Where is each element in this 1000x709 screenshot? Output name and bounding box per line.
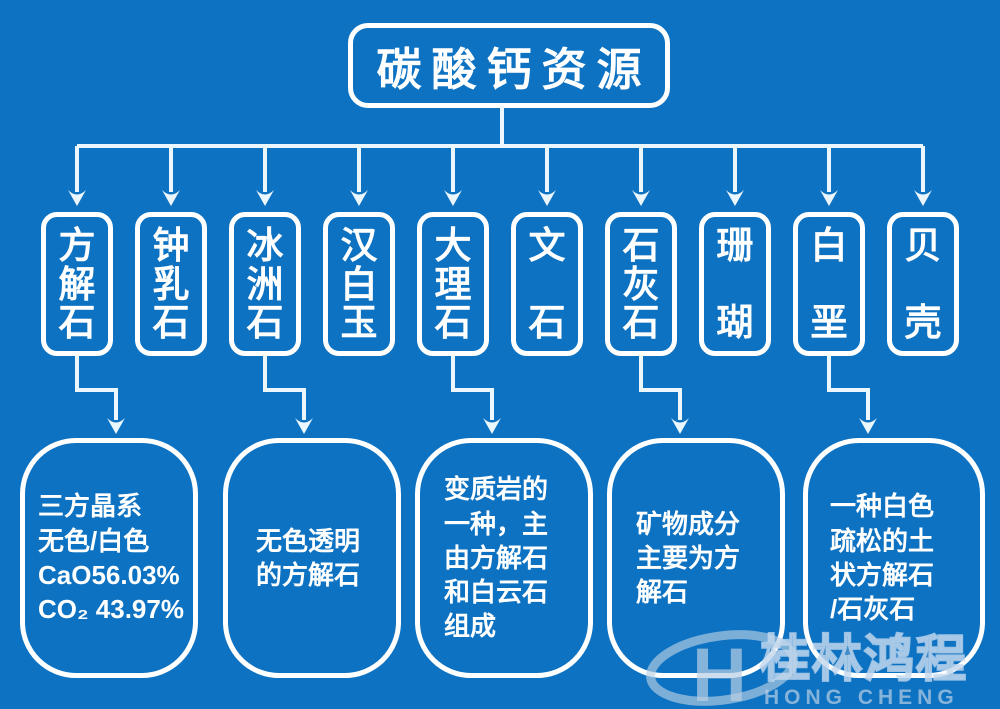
desc-line: 解石	[636, 577, 689, 608]
arrow-head	[632, 190, 650, 206]
arrow-head	[859, 418, 877, 434]
node-zhongrushi: 钟乳石	[135, 212, 207, 356]
arrow-head	[914, 190, 932, 206]
arrow-head	[538, 190, 556, 206]
node-hanbaiyu: 汉白玉	[323, 212, 395, 356]
elbow-connector	[827, 356, 870, 420]
node-bingzhoushi: 冰洲石	[229, 212, 301, 356]
node-wenshi: 文石	[511, 212, 583, 356]
desc-line: CO₂ 43.97%	[38, 594, 184, 625]
arrow-head	[444, 190, 462, 206]
elbow-connector	[263, 356, 306, 420]
elbow-connector	[75, 356, 118, 420]
node-shihuishi: 石灰石	[605, 212, 677, 356]
node-label: 白垩	[810, 225, 848, 343]
node-label: 文石	[528, 225, 566, 343]
desc-line: CaO56.03%	[38, 560, 180, 590]
node-to-bubble-connectors	[75, 356, 877, 434]
arrow-head	[162, 190, 180, 206]
desc-line: /石灰石	[830, 594, 916, 625]
node-label: 方解石	[58, 225, 96, 343]
watermark-name-en: HONG CHENG	[764, 686, 959, 709]
bubble-shihuishi-desc: 矿物成分 主要为方 解石	[607, 438, 785, 678]
arrow-head	[671, 418, 689, 434]
node-label: 石灰石	[622, 225, 660, 343]
bubble-bingzhoushi-desc: 无色透明 的方解石	[223, 438, 401, 678]
arrow-head	[820, 190, 838, 206]
node-label: 珊瑚	[716, 225, 754, 343]
desc-line: 矿物成分	[636, 508, 741, 539]
node-shanhu: 珊瑚	[699, 212, 771, 356]
arrow-head	[295, 418, 313, 434]
node-fangjieshi: 方解石	[41, 212, 113, 356]
desc-line: 由方解石	[444, 542, 549, 573]
desc-line: 变质岩的	[444, 474, 549, 505]
node-label: 贝壳	[904, 225, 942, 343]
node-dalishi: 大理石	[417, 212, 489, 356]
node-label: 冰洲石	[246, 225, 284, 343]
node-label: 大理石	[434, 225, 472, 343]
desc-line: 无色/白色	[38, 525, 150, 556]
title-to-row-connector	[77, 106, 923, 148]
bubble-baie-desc: 一种白色 疏松的土 状方解石 /石灰石	[803, 438, 985, 678]
arrow-head	[726, 190, 744, 206]
arrow-head	[107, 418, 125, 434]
elbow-connector	[451, 356, 494, 420]
desc-line: 状方解石	[830, 560, 935, 590]
desc-line: 的方解石	[256, 560, 361, 590]
arrow-head	[483, 418, 501, 434]
node-beike: 贝壳	[887, 212, 959, 356]
node-baie: 白垩	[793, 212, 865, 356]
desc-line: 一种，主	[444, 508, 549, 539]
bubble-fangjieshi-desc: 三方晶系 无色/白色 CaO56.03% CO₂ 43.97%	[20, 438, 198, 678]
bubble-dalishi-desc: 变质岩的 一种，主 由方解石 和白云石 组成	[415, 438, 593, 678]
arrow-head	[350, 190, 368, 206]
desc-line: 组成	[444, 611, 497, 642]
arrow-head	[256, 190, 274, 206]
desc-line: 主要为方	[636, 542, 741, 573]
node-label: 汉白玉	[340, 225, 378, 343]
arrow-head	[68, 190, 86, 206]
row-arrows	[68, 146, 932, 206]
desc-line: 无色透明	[256, 525, 361, 556]
desc-line: 一种白色	[830, 491, 935, 522]
desc-line: 三方晶系	[38, 491, 143, 522]
elbow-connector	[639, 356, 682, 420]
desc-line: 和白云石	[444, 577, 549, 608]
node-label: 钟乳石	[152, 225, 190, 343]
desc-line: 疏松的土	[830, 525, 935, 556]
root-node-title: 碳酸钙资源	[348, 23, 670, 108]
